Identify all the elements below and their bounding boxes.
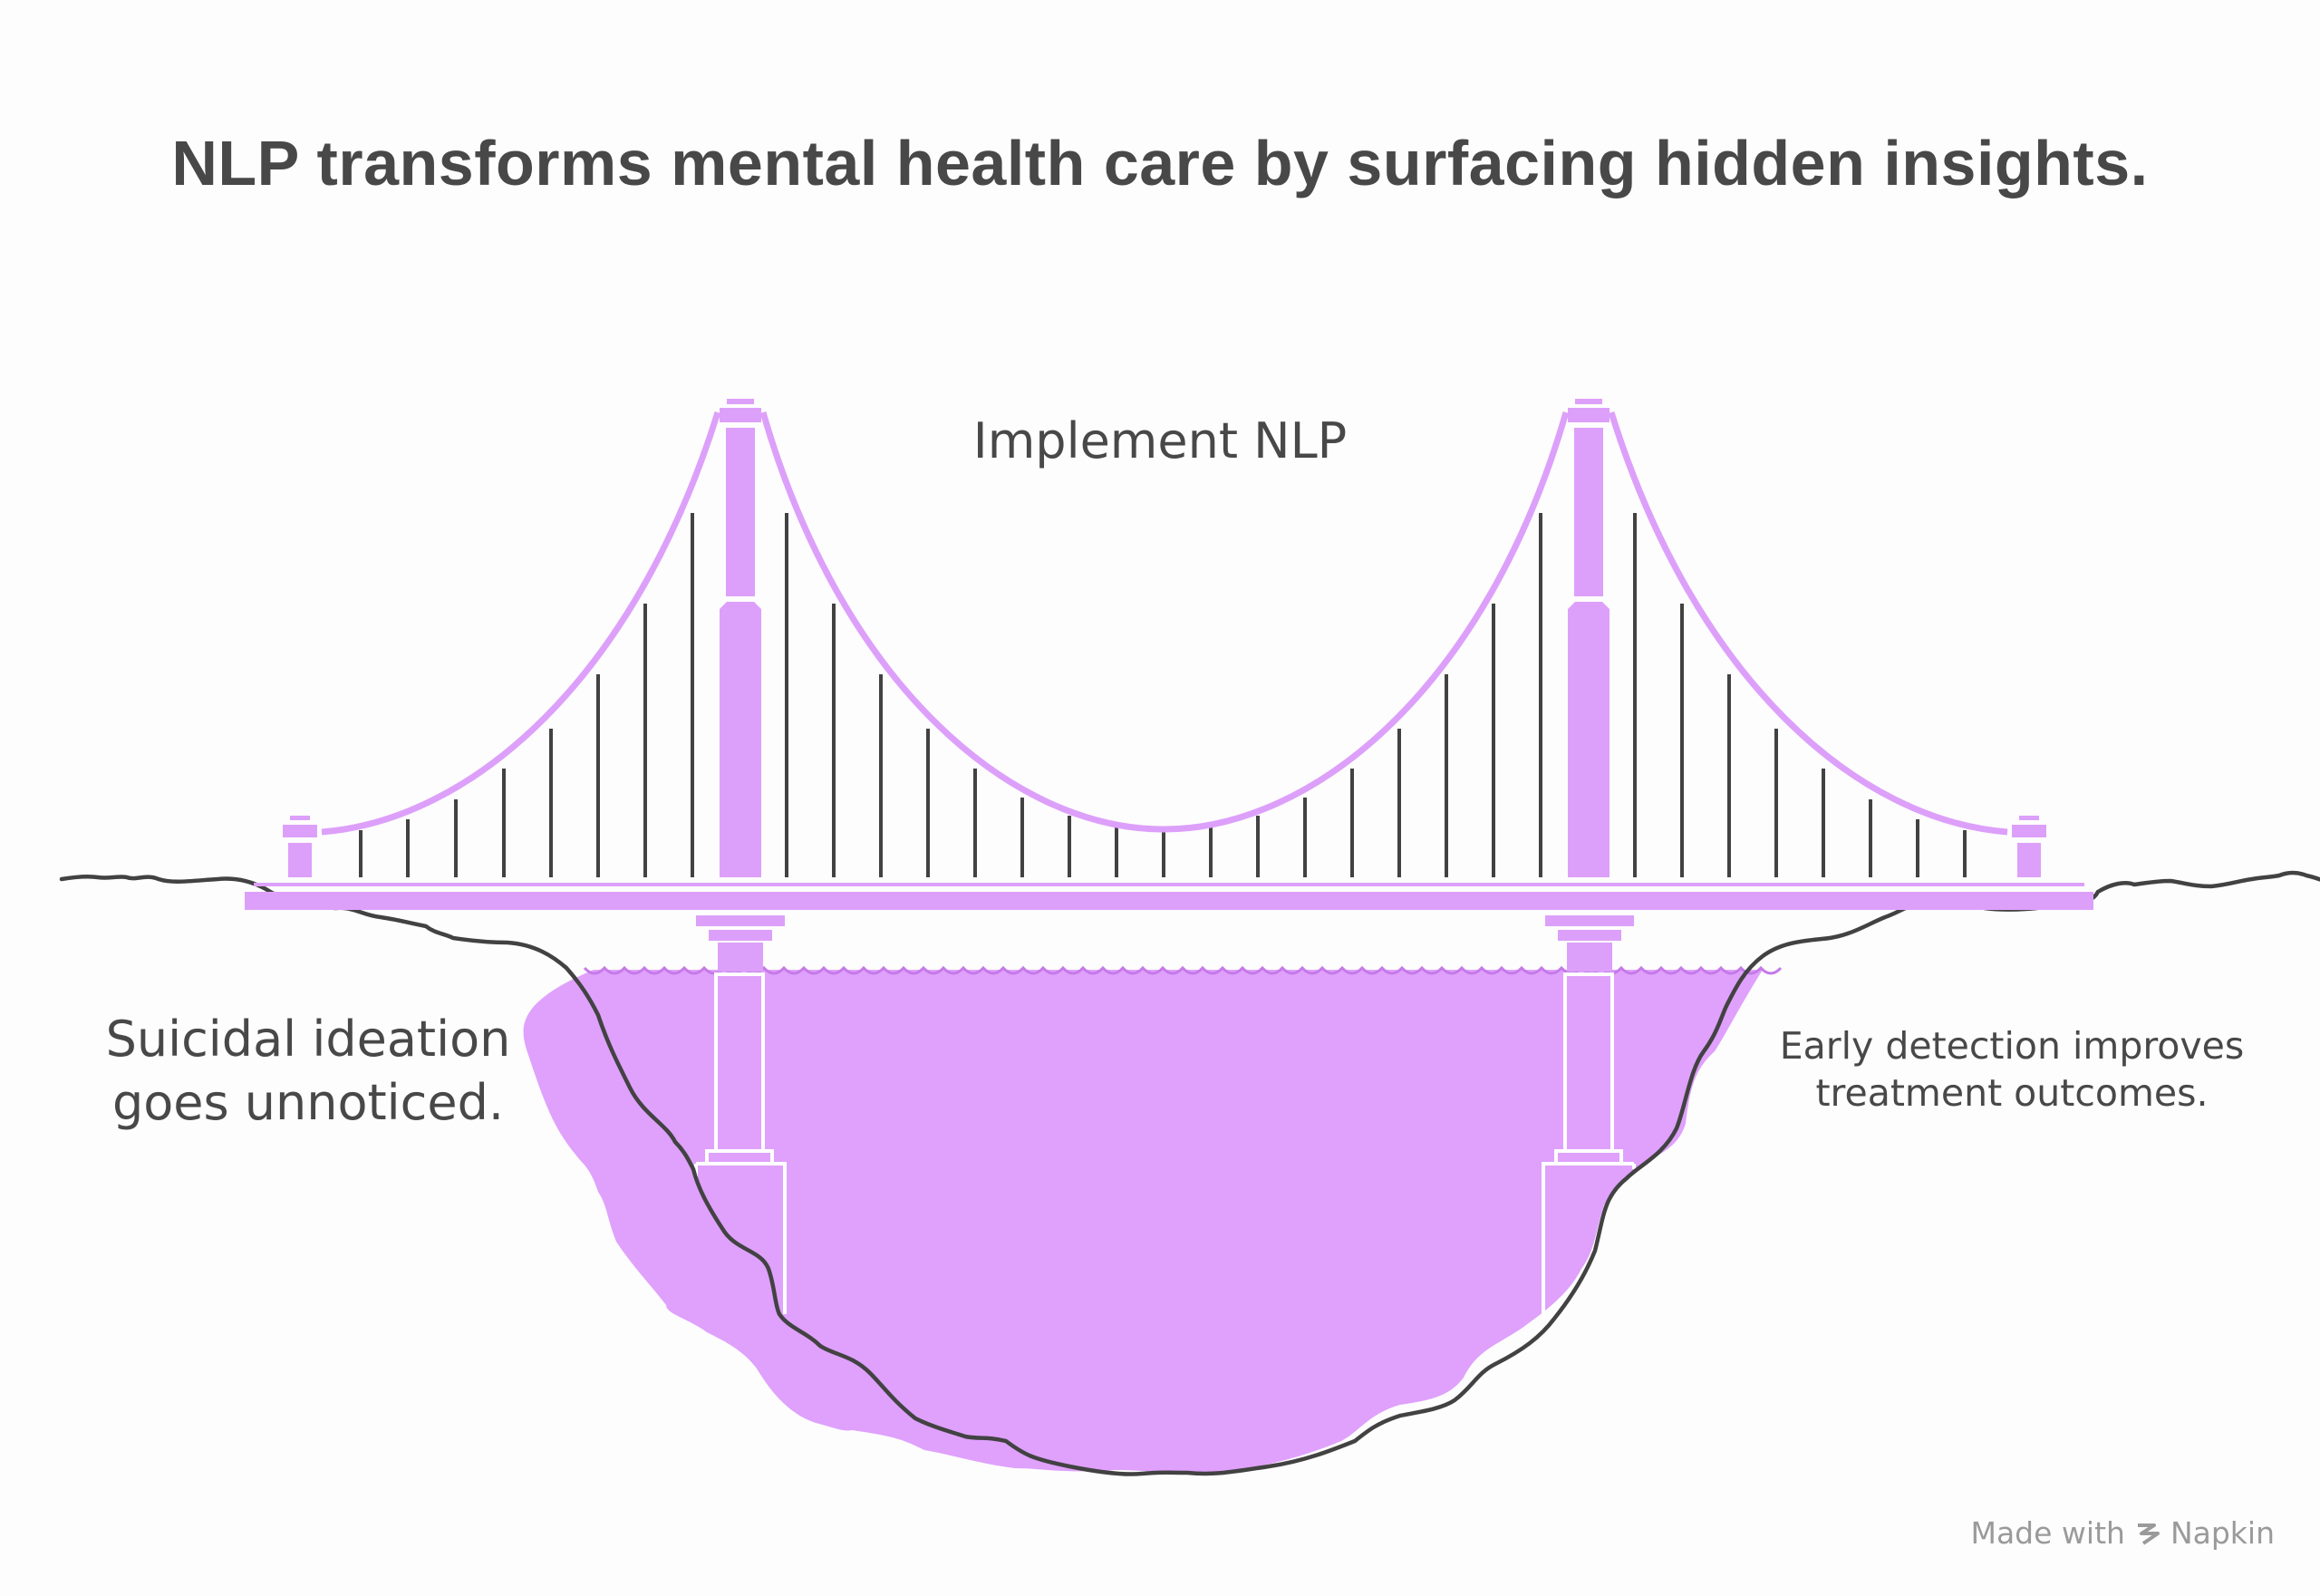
- left-tower: [720, 399, 761, 877]
- right-pier: [1542, 972, 1636, 1319]
- right-label-line-2: treatment outcomes.: [1815, 1071, 2209, 1115]
- left-side-label: Suicidal ideation goes unnoticed.: [54, 1008, 562, 1135]
- right-label-line-1: Early detection improves: [1779, 1024, 2245, 1068]
- made-with-napkin-credit: Made with Napkin: [1970, 1515, 2275, 1551]
- page-title: NLP transforms mental health care by sur…: [171, 128, 2149, 198]
- main-cables: [321, 411, 2008, 836]
- right-tower: [1568, 399, 1610, 877]
- bridge-deck: [245, 883, 2093, 910]
- made-with-text: Made with: [1970, 1515, 2125, 1551]
- left-anchor: [283, 816, 317, 877]
- right-side-label: Early detection improves treatment outco…: [1740, 1022, 2284, 1117]
- right-anchor: [2012, 816, 2046, 877]
- gap-water: [523, 970, 1763, 1474]
- left-label-line-2: goes unnoticed.: [111, 1074, 505, 1131]
- bridge-label: Implement NLP: [972, 412, 1348, 469]
- pier-caps: [696, 915, 1634, 972]
- napkin-brand-text: Napkin: [2170, 1515, 2275, 1551]
- napkin-logo-icon: [2137, 1523, 2160, 1545]
- left-label-line-1: Suicidal ideation: [105, 1011, 511, 1068]
- suspender-cables: [359, 513, 1967, 877]
